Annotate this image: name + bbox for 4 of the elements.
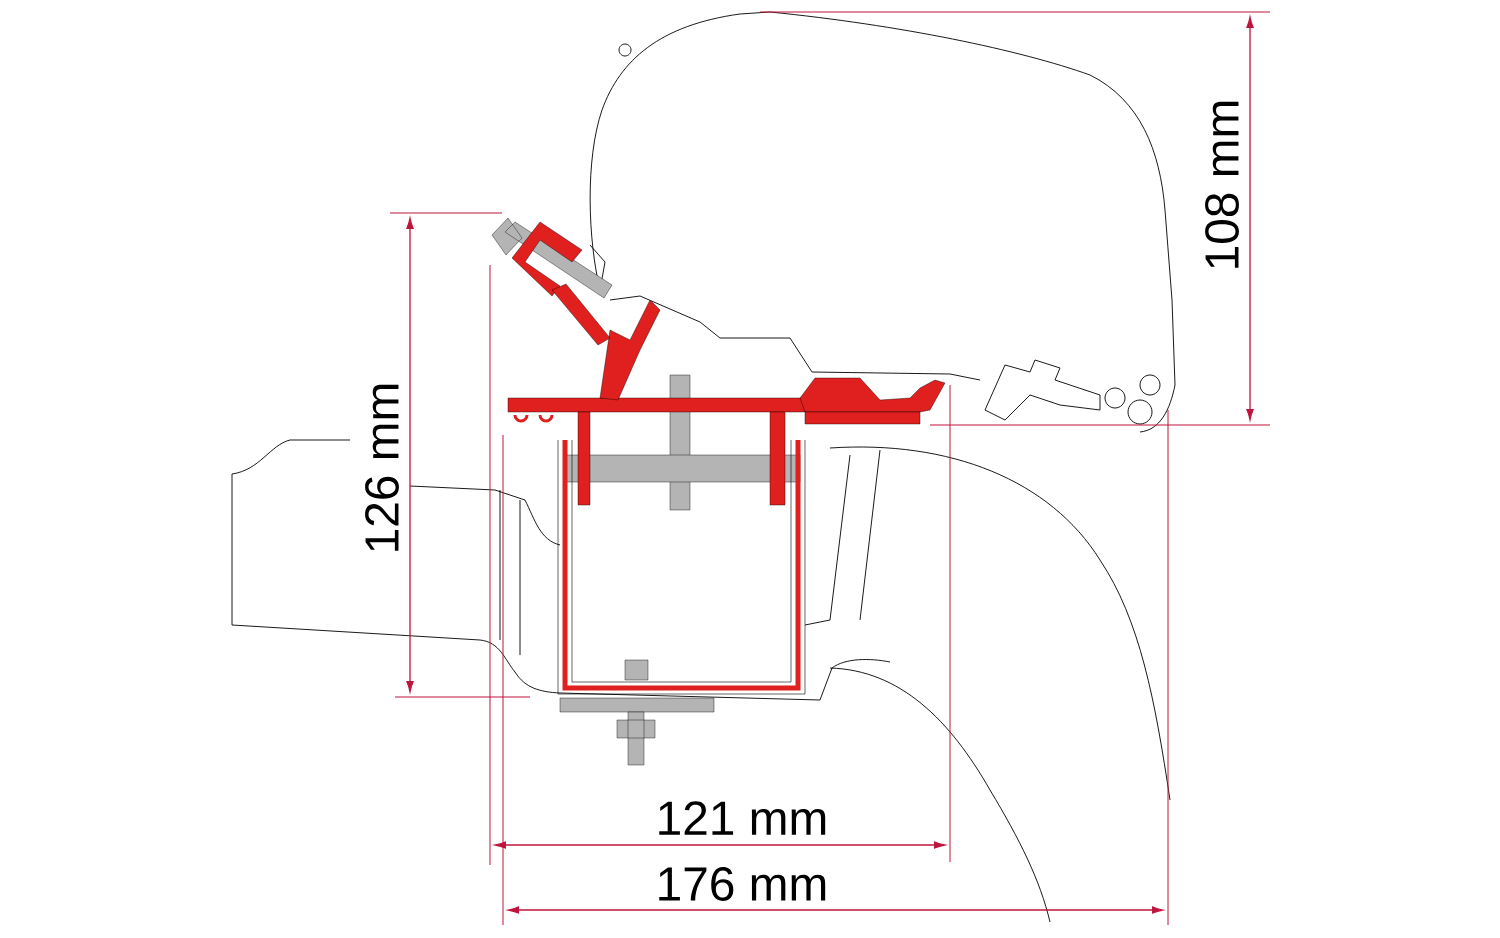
dimension-label: 108 mm bbox=[1205, 101, 1239, 268]
dimension-label: 121 mm bbox=[659, 801, 826, 835]
dimension-label: 176 mm bbox=[659, 867, 826, 901]
dimension-label: 126 mm bbox=[365, 384, 399, 551]
